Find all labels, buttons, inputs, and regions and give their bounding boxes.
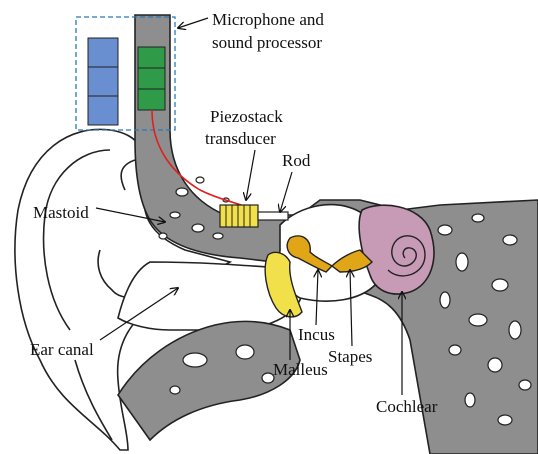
processor-module bbox=[138, 47, 165, 110]
label-stapes: Stapes bbox=[328, 347, 372, 366]
processor-blue-stack bbox=[88, 38, 118, 125]
label-piezo-line2: transducer bbox=[205, 129, 276, 148]
label-microphone-line2: sound processor bbox=[212, 33, 322, 52]
label-malleus: Malleus bbox=[273, 360, 328, 379]
lobule bbox=[75, 360, 112, 440]
label-mastoid: Mastoid bbox=[33, 203, 89, 222]
label-microphone-line1: Microphone and bbox=[212, 10, 324, 29]
label-incus: Incus bbox=[298, 325, 335, 344]
label-ear-canal: Ear canal bbox=[30, 340, 94, 359]
helix-inner bbox=[44, 150, 110, 330]
antihelix bbox=[121, 160, 135, 190]
label-piezo-line1: Piezostack bbox=[210, 107, 283, 126]
label-rod: Rod bbox=[282, 151, 311, 170]
label-cochlear: Cochlear bbox=[376, 397, 438, 416]
